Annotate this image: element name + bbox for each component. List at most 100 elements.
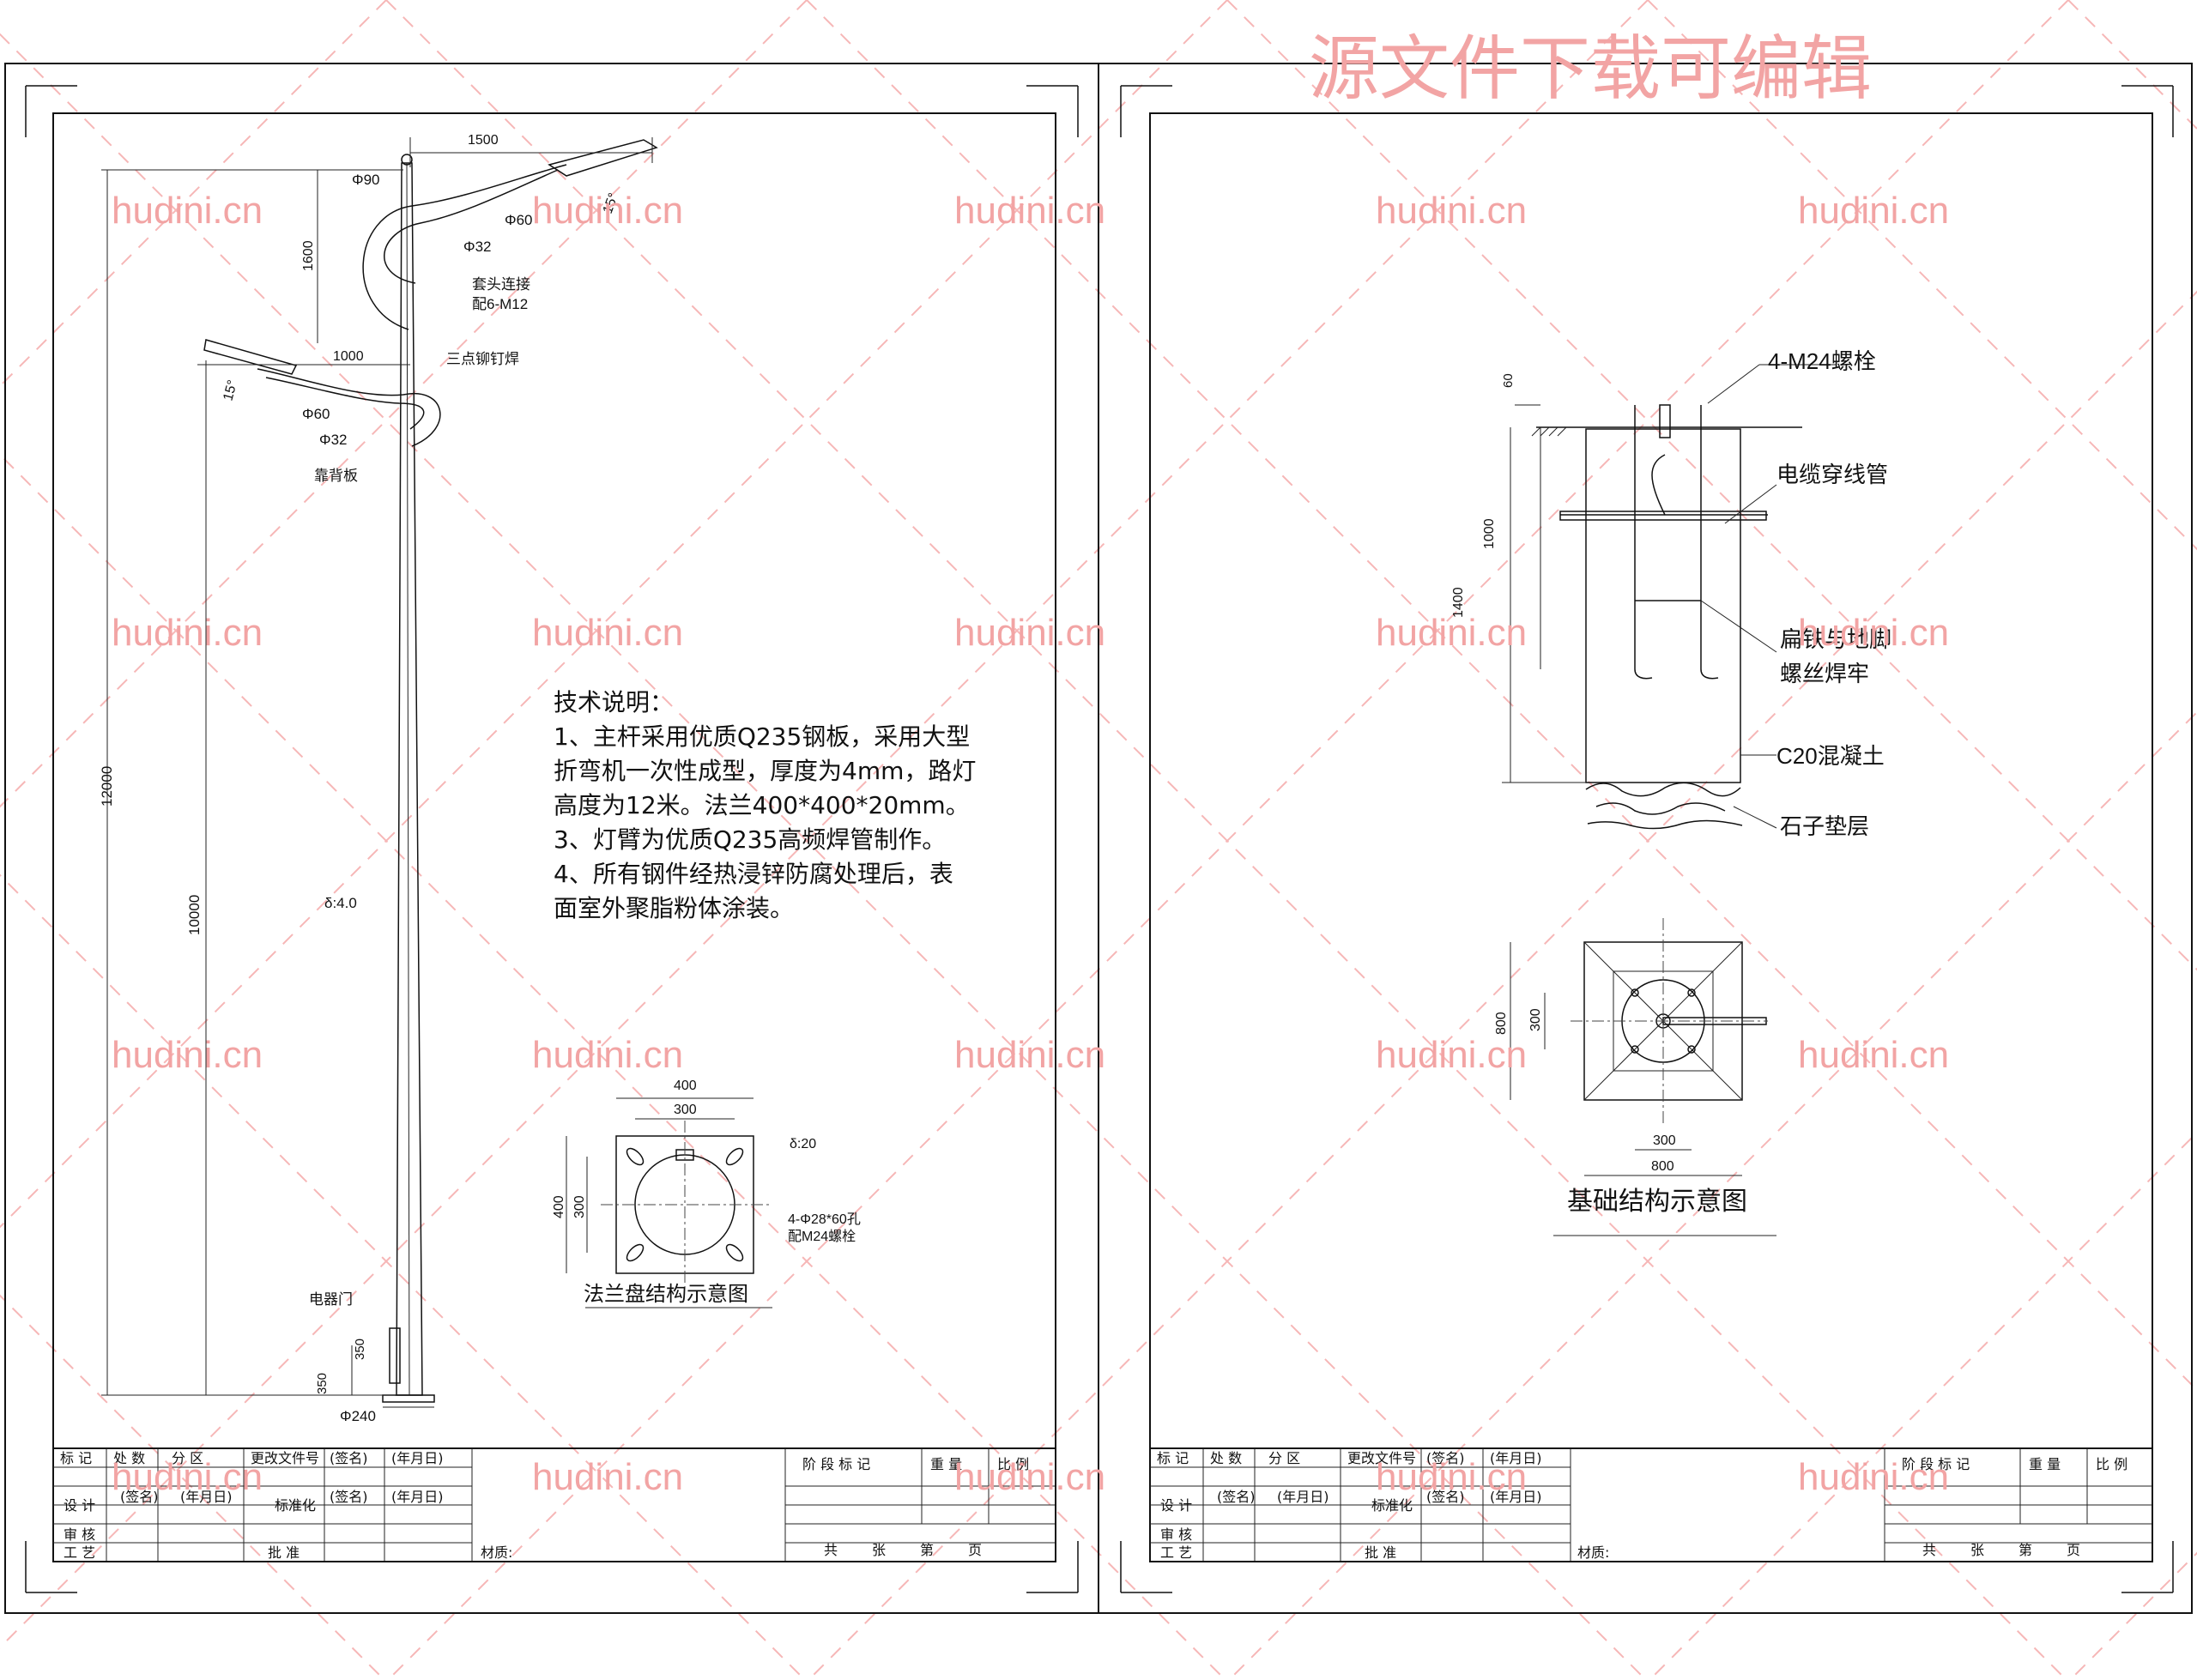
flange-dim-side-outer: 400 [552,1195,566,1218]
gravel-label: 石子垫层 [1780,813,1869,839]
right-tb-design: 设 计 [1160,1497,1192,1514]
lower-lamp-head [203,339,298,375]
dim-60: 60 [1501,373,1516,388]
lower-arm-dia-large: Φ60 [302,406,330,422]
watermark-site-text: hudini.cn [1798,1456,1949,1498]
flange-holes: 4-Φ28*60孔 [788,1212,861,1227]
left-tb-design-date: (年月日) [180,1489,233,1505]
left-tb-design: 设 计 [64,1497,95,1514]
left-tb-material: 材质: [481,1544,512,1561]
flange-dim-inner: 300 [674,1103,697,1117]
pole-stub [1659,404,1671,438]
pole-cap [401,154,413,166]
watermark-lattice-line [808,290,2197,1680]
dim-arm-span: 1500 [468,133,499,148]
right-tb-weight: 重 量 [2029,1456,2061,1472]
left-tb-date: (年月日) [391,1450,444,1466]
dim-1400: 1400 [1451,587,1466,618]
plan-800-bottom: 800 [1651,1159,1674,1174]
anchor-bolts [1634,405,1719,680]
left-tb-change: 更改文件号 [251,1450,319,1466]
conduit-pipe [1559,511,1767,521]
watermark-site-text: hudini.cn [112,612,263,654]
left-tb-approve: 批 准 [268,1544,300,1561]
lower-arm-dia-small: Φ32 [319,432,347,448]
watermark-lattice-line [0,0,387,388]
street-light-pole [203,139,658,1403]
watermark-site-text: hudini.cn [112,1456,263,1498]
watermark-site-text: hudini.cn [1376,1456,1527,1498]
watermark-site-text: hudini.cn [112,190,263,232]
watermark-lattice-line [2067,0,2197,130]
rivet-weld-label: 三点铆钉焊 [446,351,519,367]
right-tb-std: 标准化 [1371,1497,1413,1514]
watermark-site-text: hudini.cn [954,190,1105,232]
right-tb-check: 审 核 [1160,1526,1192,1543]
dim-door-base: 350 [315,1373,330,1394]
watermark-lattice-line [1228,710,2197,1680]
ground-hatch [1531,426,1567,437]
right-tb-sign: (签名) [1426,1450,1465,1466]
left-tb-std: 标准化 [275,1497,316,1514]
watermark-site-text: hudini.cn [1798,1034,1949,1076]
anchor-bolt-label: 4-M24螺栓 [1768,348,1876,374]
left-tb-zone: 分 区 [172,1450,203,1466]
back-plate-label: 靠背板 [314,468,358,484]
watermark-text-grid: hudini.cn hudini.cn hudini.cn hudini.cn hudi… [112,190,1949,1498]
dim-1000-r: 1000 [1482,518,1497,549]
left-tb-process: 工 艺 [64,1544,95,1561]
right-tb-std-sign: (签名) [1426,1489,1465,1505]
left-trim-marks [25,85,1079,1593]
right-outer-border [1098,63,2193,1614]
watermark-lattice-line [0,453,1226,1680]
plan-bolt-1 [1631,988,1639,997]
right-tb-count: 处 数 [1210,1450,1242,1466]
lower-arm-main [257,368,441,447]
left-tb-scale: 比 例 [997,1456,1029,1472]
watermark-site-text: hudini.cn [1798,190,1949,232]
flange-thickness: δ:20 [790,1137,816,1151]
upper-arm-brace [384,169,559,284]
watermark-lattice-line [0,0,1649,1649]
watermark-lattice-line [387,0,2069,1680]
lower-arm-brace [265,377,425,430]
right-tb-mark: 标 记 [1157,1450,1189,1466]
left-tb-weight: 重 量 [930,1456,962,1472]
left-title-block: 标 记 处 数 分 区 更改文件号 (签名) (年月日) 阶 段 标 记 重 量… [52,1447,1056,1562]
note-line-3: 高度为12米。法兰400*400*20mm。 [554,791,970,819]
right-tb-process: 工 艺 [1160,1544,1192,1561]
right-tb-design-date: (年月日) [1277,1489,1329,1505]
right-tb-material: 材质: [1577,1544,1609,1561]
note-line-6: 面室外聚脂粉体涂装。 [554,894,794,922]
watermark-site-text: hudini.cn [954,1034,1105,1076]
bolt-spec-label: 配6-M12 [472,296,528,312]
watermark-lattice-line [1649,1131,2197,1680]
left-tb-page-sheets: 张 [872,1542,886,1558]
watermark-lattice-line [2069,1551,2197,1680]
right-tb-design-sign: (签名) [1217,1489,1256,1505]
dim-upper-height: 1600 [301,240,316,271]
weld-note-2: 螺丝焊牢 [1780,661,1869,686]
plan-800-side: 800 [1494,1012,1509,1035]
right-tb-page-unit: 页 [2067,1542,2080,1558]
electrical-door [389,1327,401,1384]
right-sheet: 4-M24螺栓 60 电缆穿线管 1000 1400 扁铁与地脚 螺丝焊牢 C2… [1098,63,2193,1614]
pole-centerline [406,162,410,1396]
notes-title: 技术说明： [554,688,674,716]
sleeve-joint-label: 套头连接 [472,276,530,293]
angle-low: 15° [221,378,240,402]
left-tb-sign: (签名) [330,1450,368,1466]
watermark-lattice-line [1647,0,2197,551]
watermark-site-text: hudini.cn [532,612,683,654]
foundation-caption: 基础结构示意图 [1567,1187,1747,1216]
plan-300-bottom: 300 [1653,1133,1676,1148]
right-trim-marks [1120,85,2174,1593]
watermark-site-text: hudini.cn [1376,190,1527,232]
watermark-lattice-line [0,33,1647,1680]
right-tb-approve: 批 准 [1365,1544,1396,1561]
cable-pipe-label: 电缆穿线管 [1776,462,1888,487]
flange-hole-4 [725,1243,744,1262]
left-tb-stage: 阶 段 标 记 [802,1456,870,1472]
